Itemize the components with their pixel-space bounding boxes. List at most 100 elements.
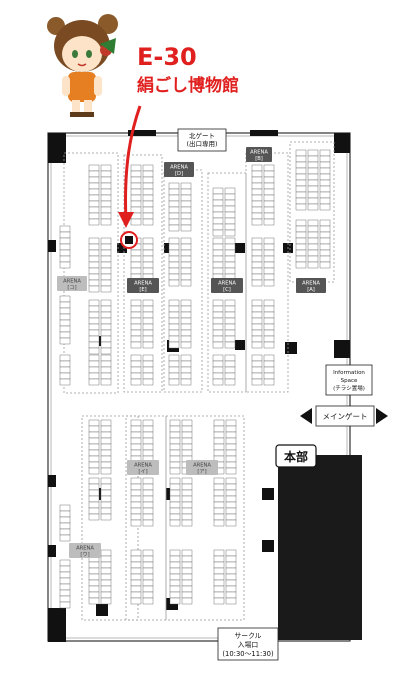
booth-cell bbox=[181, 489, 193, 497]
booth-cell bbox=[130, 261, 142, 269]
booth-cell bbox=[307, 255, 319, 263]
booth-cell bbox=[224, 187, 236, 195]
circle-entrance-text: (10:30〜11:30) bbox=[222, 650, 274, 658]
booth-cell bbox=[130, 573, 142, 581]
booth-cell bbox=[181, 597, 193, 605]
booth-cell bbox=[88, 449, 100, 457]
booth-cell bbox=[169, 519, 181, 527]
booth-cell bbox=[59, 360, 71, 368]
arena-label-box bbox=[186, 460, 218, 475]
booth-cell bbox=[319, 161, 331, 169]
booth-cell bbox=[307, 231, 319, 239]
booth-cell bbox=[142, 449, 154, 457]
booth-cell bbox=[88, 243, 100, 251]
booth-cell bbox=[88, 273, 100, 281]
booth-cell bbox=[213, 585, 225, 593]
booth-cell bbox=[142, 311, 154, 319]
mascot-icon bbox=[47, 14, 118, 117]
booth-cell bbox=[307, 237, 319, 245]
booth-cell bbox=[88, 188, 100, 196]
booth-cell bbox=[212, 378, 224, 386]
booth-cell bbox=[88, 561, 100, 569]
booth-cell bbox=[225, 455, 237, 463]
booth-cell bbox=[212, 317, 224, 325]
booth-cell bbox=[263, 360, 275, 368]
booth-cell bbox=[130, 335, 142, 343]
booth-cell bbox=[142, 261, 154, 269]
booth-cell bbox=[100, 443, 112, 451]
info-space-text: Information bbox=[333, 370, 365, 376]
booth-cell bbox=[168, 206, 180, 214]
arena-label-box bbox=[296, 278, 326, 293]
booth-cell bbox=[181, 431, 193, 439]
booth-cell bbox=[212, 299, 224, 307]
booth-cell bbox=[168, 255, 180, 263]
booth-cell bbox=[251, 335, 263, 343]
booth-cell bbox=[100, 360, 112, 368]
booth-cell bbox=[307, 155, 319, 163]
booth-cell bbox=[130, 555, 142, 563]
booth-cell bbox=[295, 237, 307, 245]
booth-cell bbox=[100, 597, 112, 605]
booth-cell bbox=[212, 261, 224, 269]
booth-cell bbox=[142, 501, 154, 509]
booth-cell bbox=[88, 255, 100, 263]
booth-cell bbox=[169, 597, 181, 605]
booth-cell bbox=[130, 317, 142, 325]
booth-cell bbox=[263, 206, 275, 214]
booth-cell bbox=[59, 295, 71, 303]
booth-cell bbox=[225, 467, 237, 475]
booth-cell bbox=[307, 203, 319, 211]
booth-cell bbox=[251, 341, 263, 349]
booth-cell bbox=[59, 313, 71, 321]
booth-cell bbox=[251, 212, 263, 220]
booth-cell bbox=[59, 237, 71, 245]
booth-cell bbox=[59, 378, 71, 386]
arena-label: ARENA[イ] bbox=[127, 460, 159, 475]
booth-cell bbox=[59, 510, 71, 518]
booth-cell bbox=[59, 225, 71, 233]
booth-cell bbox=[100, 237, 112, 245]
booth-cell bbox=[224, 249, 236, 257]
booth-cell bbox=[181, 579, 193, 587]
marker-booth bbox=[125, 236, 133, 244]
booth-cell bbox=[180, 182, 192, 190]
booth-cell bbox=[59, 504, 71, 512]
booth-cell bbox=[181, 477, 193, 485]
booth-cell bbox=[59, 589, 71, 597]
booth-cell bbox=[225, 425, 237, 433]
booth-cell bbox=[224, 261, 236, 269]
booth-cell bbox=[212, 305, 224, 313]
booth-cell bbox=[169, 437, 181, 445]
booth-cell bbox=[225, 561, 237, 569]
booth-cell bbox=[263, 311, 275, 319]
arena-label-text: ARENA bbox=[134, 281, 152, 287]
booth-cell bbox=[100, 329, 112, 337]
booth-cell bbox=[100, 249, 112, 257]
booth-cell bbox=[59, 231, 71, 239]
booth-cell bbox=[168, 378, 180, 386]
booth-cell bbox=[59, 528, 71, 536]
booth-cell bbox=[224, 193, 236, 201]
booth-cell bbox=[212, 187, 224, 195]
booth-cell bbox=[100, 170, 112, 178]
booth-cell bbox=[180, 267, 192, 275]
booth-cell bbox=[295, 255, 307, 263]
booth-cell bbox=[251, 188, 263, 196]
booth-cell bbox=[225, 579, 237, 587]
booth-cell bbox=[169, 489, 181, 497]
booth-cell bbox=[130, 299, 142, 307]
booth-cell bbox=[263, 317, 275, 325]
booth-cell bbox=[88, 372, 100, 380]
booth-cell bbox=[130, 561, 142, 569]
booth-cell bbox=[59, 255, 71, 263]
booth-cell bbox=[319, 249, 331, 257]
booth-cell bbox=[295, 149, 307, 157]
arena-label-box bbox=[127, 460, 159, 475]
booth-cell bbox=[88, 591, 100, 599]
booth-cell bbox=[295, 179, 307, 187]
booth-cell bbox=[169, 483, 181, 491]
booth-cell bbox=[251, 243, 263, 251]
booth-cell bbox=[100, 317, 112, 325]
booth-cell bbox=[307, 167, 319, 175]
